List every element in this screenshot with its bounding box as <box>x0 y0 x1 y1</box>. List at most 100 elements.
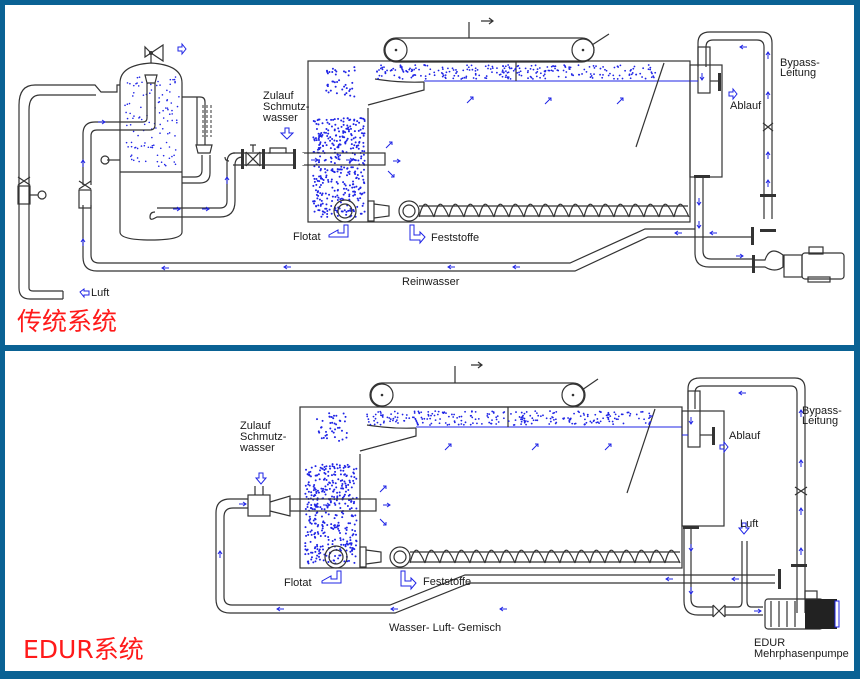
bubble <box>319 183 322 186</box>
flow-arrow-icon <box>544 97 552 105</box>
bubble <box>325 479 328 482</box>
bubble <box>352 123 355 126</box>
bubble <box>444 74 447 77</box>
bubble <box>323 466 326 469</box>
bubble <box>344 141 347 144</box>
inlet-label: Zulauf Schmutz- wasser <box>263 90 310 124</box>
bubble <box>149 92 151 95</box>
bubble <box>434 410 437 412</box>
bubble <box>363 150 366 153</box>
bubble <box>166 89 168 92</box>
bubble <box>607 418 610 421</box>
bubble <box>554 418 557 421</box>
bubble <box>141 81 143 84</box>
bubble <box>462 423 465 426</box>
bubble <box>614 413 617 416</box>
bubble <box>542 414 544 417</box>
bubble <box>324 534 327 537</box>
flow-arrow-icon <box>674 230 682 236</box>
bubble <box>338 491 341 494</box>
bubble <box>452 77 455 80</box>
bubble <box>337 145 340 148</box>
bubble <box>452 69 455 71</box>
bubble <box>138 116 141 118</box>
bubble <box>472 77 475 79</box>
bubble <box>562 69 565 72</box>
bubble <box>329 156 332 159</box>
bubble <box>150 83 152 86</box>
bubble <box>331 495 334 498</box>
bubble <box>480 423 483 425</box>
bubble <box>396 416 399 419</box>
bubble <box>525 411 528 413</box>
bubble <box>333 118 336 121</box>
bubble <box>448 423 451 426</box>
bubble <box>331 479 334 482</box>
bubble <box>487 64 490 67</box>
bubble <box>356 167 359 170</box>
bubble <box>314 465 317 468</box>
bubble <box>342 193 345 196</box>
bubble <box>347 130 350 133</box>
bubble <box>318 161 321 164</box>
bubble <box>330 178 333 181</box>
bubble <box>325 437 328 440</box>
bubble <box>162 117 165 119</box>
bubble <box>455 69 457 71</box>
bubble <box>349 536 352 539</box>
bubble <box>495 423 498 425</box>
bubble <box>340 429 343 432</box>
bubble <box>327 561 330 564</box>
bubble <box>438 422 441 425</box>
bubble <box>418 68 420 71</box>
bubble <box>335 139 338 142</box>
bubble <box>140 106 142 109</box>
bubble <box>342 120 345 123</box>
bubble <box>589 73 592 75</box>
bubble <box>360 117 363 120</box>
bubble <box>305 495 308 498</box>
bubble <box>343 560 346 563</box>
bubble <box>599 67 602 70</box>
bubble <box>599 420 602 423</box>
bubble <box>579 415 582 418</box>
bubble <box>312 489 315 492</box>
flow-arrow-icon <box>323 502 331 508</box>
bubble <box>362 145 365 148</box>
bubble <box>380 412 382 414</box>
bubble <box>424 77 427 80</box>
bubble <box>333 139 336 142</box>
bubble <box>316 418 319 421</box>
bubble <box>157 80 159 83</box>
bubble <box>336 426 339 429</box>
bubble <box>336 198 339 201</box>
bubble <box>151 146 154 149</box>
flow-arrow-icon <box>390 606 398 612</box>
bubble <box>349 147 352 150</box>
bubble <box>334 473 337 476</box>
bubble <box>426 418 429 420</box>
bubble <box>516 65 519 68</box>
bubble <box>321 489 324 492</box>
bubble <box>161 94 164 96</box>
bubble <box>318 198 321 201</box>
bubble <box>356 197 359 200</box>
bubble <box>383 420 385 423</box>
bubble <box>522 414 524 417</box>
bubble <box>158 97 160 99</box>
flow-arrow-icon <box>379 485 387 493</box>
bubble <box>353 144 356 147</box>
bubble <box>124 104 126 107</box>
bubble <box>577 73 580 76</box>
bubble <box>466 68 469 71</box>
bubble <box>312 119 315 122</box>
bubble <box>352 147 355 150</box>
bubble <box>526 420 529 423</box>
bubble <box>420 411 423 414</box>
bubble <box>329 467 332 470</box>
bubble <box>304 492 307 495</box>
bubble <box>588 65 591 68</box>
bubble <box>605 414 608 417</box>
bubble <box>320 437 323 440</box>
bubble <box>594 413 597 416</box>
